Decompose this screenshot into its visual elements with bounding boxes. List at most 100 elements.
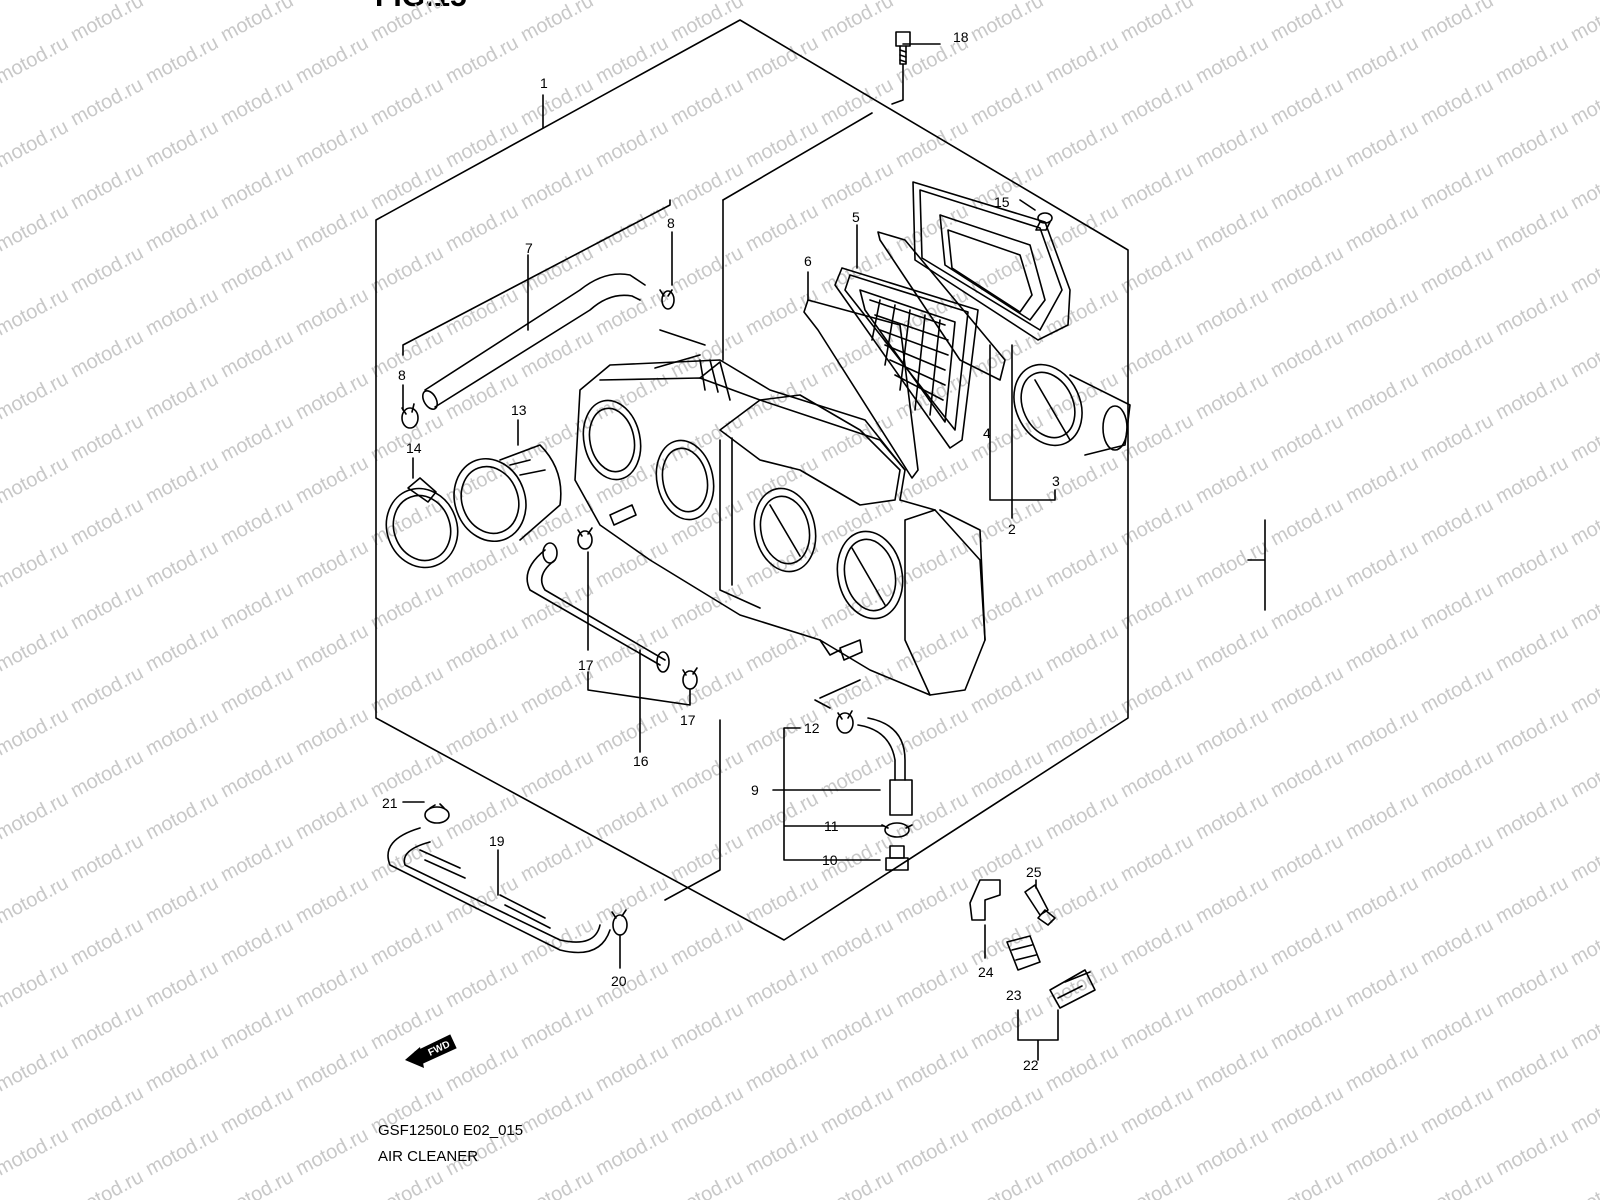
watermark-text: motod.ru — [667, 1082, 747, 1138]
watermark-text: motod.ru — [67, 0, 147, 46]
watermark-text: motod.ru — [1492, 32, 1572, 88]
watermark-text: motod.ru — [442, 0, 522, 4]
watermark-text: motod.ru — [0, 200, 72, 256]
watermark-text: motod.ru — [0, 32, 72, 88]
tube-stub-bottom — [839, 639, 863, 661]
bolt-15 — [1019, 199, 1053, 231]
watermark-text: motod.ru — [817, 410, 897, 466]
watermark-text: motod.ru — [1042, 788, 1122, 844]
callout-9: 9 — [751, 782, 759, 798]
funnel-3 — [1013, 363, 1131, 456]
watermark-text: motod.ru — [1567, 158, 1600, 214]
callout-13: 13 — [511, 402, 527, 418]
watermark-text: motod.ru — [742, 1040, 822, 1096]
watermark-text: motod.ru — [967, 74, 1047, 130]
watermark-text: motod.ru — [1117, 998, 1197, 1054]
callout-5: 5 — [852, 209, 860, 225]
callout-2: 2 — [1008, 521, 1016, 537]
watermark-text: motod.ru — [1042, 1040, 1122, 1096]
watermark-text: motod.ru — [967, 746, 1047, 802]
watermark-text: motod.ru — [142, 200, 222, 256]
callout-6: 6 — [804, 253, 812, 269]
watermark-text: motod.ru — [367, 410, 447, 466]
callout-15: 15 — [994, 194, 1010, 210]
watermark-text: motod.ru — [817, 1166, 897, 1200]
watermark-text: motod.ru — [1567, 830, 1600, 886]
watermark-text: motod.ru — [1492, 872, 1572, 928]
watermark-text: motod.ru — [0, 872, 72, 928]
hose-7 — [421, 273, 646, 410]
watermark-text: motod.ru — [1267, 158, 1347, 214]
watermark-text: motod.ru — [517, 158, 597, 214]
watermark-text: motod.ru — [442, 788, 522, 844]
watermark-text: motod.ru — [1342, 620, 1422, 676]
watermark-text: motod.ru — [667, 242, 747, 298]
dash-1 — [654, 329, 706, 369]
watermark-text: motod.ru — [217, 914, 297, 970]
watermark-text: motod.ru — [67, 998, 147, 1054]
watermark-text: motod.ru — [667, 74, 747, 130]
watermark-text: motod.ru — [592, 1124, 672, 1180]
watermark-text: motod.ru — [0, 1124, 72, 1180]
watermark-text: motod.ru — [1267, 494, 1347, 550]
watermark-text: motod.ru — [67, 326, 147, 382]
watermark-text: motod.ru — [217, 494, 297, 550]
watermark-text: motod.ru — [1417, 914, 1497, 970]
callout-12: 12 — [804, 720, 820, 736]
watermark-text: motod.ru — [1567, 326, 1600, 382]
watermark-text: motod.ru — [742, 1124, 822, 1180]
watermark-text: motod.ru — [1417, 0, 1497, 46]
watermark-text: motod.ru — [1492, 200, 1572, 256]
watermark-text: motod.ru — [892, 1040, 972, 1096]
watermark-text: motod.ru — [1492, 1040, 1572, 1096]
frame-bottom — [664, 719, 721, 901]
watermark-text: motod.ru — [292, 872, 372, 928]
watermark-text: motod.ru — [517, 746, 597, 802]
watermark-text: motod.ru — [592, 704, 672, 760]
watermark-text: motod.ru — [67, 1082, 147, 1138]
watermark-text: motod.ru — [1417, 1082, 1497, 1138]
watermark-text: motod.ru — [967, 0, 1047, 46]
watermark-text: motod.ru — [742, 536, 822, 592]
watermark-text: motod.ru — [1267, 1082, 1347, 1138]
cover-2 — [912, 181, 1071, 341]
watermark-text: motod.ru — [1492, 704, 1572, 760]
watermark-text: motod.ru — [592, 116, 672, 172]
watermark-text: motod.ru — [292, 0, 372, 4]
watermark-text: motod.ru — [742, 0, 822, 4]
watermark-text: motod.ru — [442, 956, 522, 1012]
clamp-21 — [424, 803, 450, 824]
clamp-17-bottom — [682, 667, 698, 690]
watermark-text: motod.ru — [1267, 0, 1347, 46]
forward-arrow-icon: FWD — [405, 1034, 457, 1068]
watermark-text: motod.ru — [217, 1166, 297, 1200]
watermark-text: motod.ru — [217, 242, 297, 298]
watermark-text: motod.ru — [1117, 1166, 1197, 1200]
watermark-text: motod.ru — [292, 284, 372, 340]
watermark-text: motod.ru — [442, 704, 522, 760]
callout-14: 14 — [406, 440, 422, 456]
watermark-text: motod.ru — [1267, 326, 1347, 382]
watermark-text: motod.ru — [292, 704, 372, 760]
watermark-text: motod.ru — [742, 32, 822, 88]
watermark-text: motod.ru — [1117, 494, 1197, 550]
watermark-text: motod.ru — [1567, 578, 1600, 634]
watermark-text: motod.ru — [367, 578, 447, 634]
callout-8-left: 8 — [398, 367, 406, 383]
plug-10 — [885, 845, 909, 871]
watermark-text: motod.ru — [442, 116, 522, 172]
watermark-text: motod.ru — [1267, 662, 1347, 718]
watermark-text: motod.ru — [517, 1082, 597, 1138]
watermark-text: motod.ru — [892, 956, 972, 1012]
gasket-outer — [877, 231, 1006, 381]
watermark-text: motod.ru — [1492, 956, 1572, 1012]
watermark-text: motod.ru — [892, 536, 972, 592]
watermark-text: motod.ru — [1492, 1124, 1572, 1180]
watermark-text: motod.ru — [367, 494, 447, 550]
watermark-text: motod.ru — [0, 536, 72, 592]
tube-stub-left — [609, 504, 637, 526]
callout-19: 19 — [489, 833, 505, 849]
gasket-6 — [803, 299, 919, 479]
watermark-text: motod.ru — [1342, 1040, 1422, 1096]
watermark-text: motod.ru — [1267, 578, 1347, 634]
